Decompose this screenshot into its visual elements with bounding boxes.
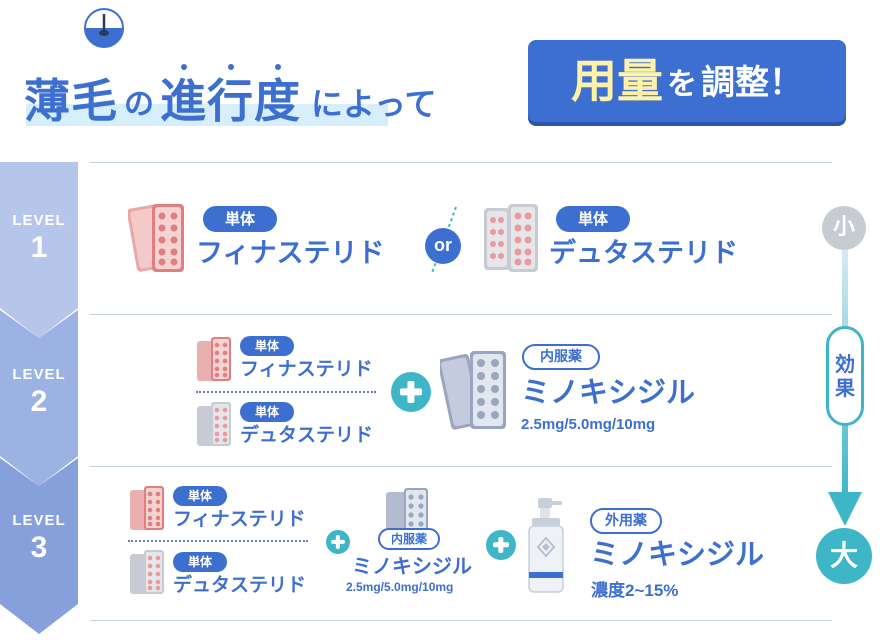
title-dose-char-2: 量 bbox=[617, 54, 663, 108]
drug-dutasteride: デュタステリド bbox=[173, 574, 307, 596]
level-3-arrow bbox=[0, 458, 78, 634]
level-1-arrow bbox=[0, 162, 78, 338]
drug-dutasteride: デュタステリド bbox=[549, 238, 738, 269]
single-badge: 単体 bbox=[173, 552, 227, 572]
level-3-label: LEVEL 3 bbox=[0, 512, 78, 565]
level-word: LEVEL bbox=[12, 366, 66, 383]
title-particle-no: の bbox=[124, 87, 154, 122]
emphasis-dot bbox=[274, 64, 281, 70]
level-2-label: LEVEL 2 bbox=[0, 366, 78, 419]
row-divider bbox=[90, 620, 832, 621]
row-divider bbox=[90, 162, 832, 163]
plus-icon bbox=[391, 372, 431, 412]
effect-label: 効 果 bbox=[826, 326, 864, 426]
drug-minoxidil-topical: ミノキシジル bbox=[590, 537, 765, 571]
minoxidil-oral-pill-icon bbox=[440, 351, 506, 430]
title-text: 薄毛 の 進行度 によって bbox=[24, 54, 436, 124]
row-divider bbox=[90, 466, 832, 467]
title-highlight bbox=[26, 104, 388, 126]
single-badge: 単体 bbox=[203, 206, 277, 232]
page-title: 薄毛 の 進行度 によって 用 量 を 調整！ bbox=[24, 8, 854, 128]
emphasis-dot bbox=[227, 64, 234, 70]
topical-concentration: 濃度2~15% bbox=[591, 581, 679, 600]
title-particle-wo: を bbox=[667, 67, 697, 102]
dutasteride-pill-icon bbox=[197, 402, 231, 446]
dutasteride-pill-icon bbox=[130, 550, 164, 594]
dotted-separator bbox=[196, 391, 376, 393]
oral-medicine-badge: 内服薬 bbox=[522, 344, 600, 370]
row-divider bbox=[90, 314, 832, 315]
plus-icon bbox=[326, 530, 350, 554]
single-badge: 単体 bbox=[240, 336, 294, 356]
finasteride-pill-icon bbox=[130, 486, 164, 530]
effect-small-badge: 小 bbox=[822, 206, 866, 250]
drug-minoxidil-oral: ミノキシジル bbox=[521, 375, 696, 409]
title-dose-char-1: 用 bbox=[571, 54, 617, 108]
finasteride-pill-icon bbox=[197, 337, 231, 381]
level-1-label: LEVEL 1 bbox=[0, 212, 78, 265]
level-number: 2 bbox=[30, 385, 48, 418]
dotted-separator bbox=[128, 540, 308, 542]
finasteride-pill-icon bbox=[128, 204, 184, 272]
level-number: 1 bbox=[30, 231, 48, 264]
dutasteride-pill-icon bbox=[484, 204, 538, 272]
effect-label-char: 果 bbox=[835, 376, 855, 400]
drug-minoxidil-oral: ミノキシジル bbox=[352, 554, 472, 578]
effect-large-badge: 大 bbox=[816, 528, 872, 584]
drug-dutasteride: デュタステリド bbox=[240, 424, 374, 446]
drug-finasteride: フィナステリド bbox=[173, 508, 306, 530]
title-adjust: 調整！ bbox=[701, 63, 803, 103]
minoxidil-oral-pill-icon bbox=[386, 488, 428, 532]
plus-icon bbox=[486, 530, 516, 560]
oral-medicine-badge: 内服薬 bbox=[378, 528, 440, 550]
or-badge: or bbox=[425, 228, 461, 264]
single-badge: 単体 bbox=[173, 486, 227, 506]
level-word: LEVEL bbox=[12, 212, 66, 229]
level-number: 3 bbox=[30, 531, 48, 564]
drug-finasteride: フィナステリド bbox=[196, 238, 385, 269]
title-dose-box: 用 量 を 調整！ bbox=[528, 40, 846, 122]
level-word: LEVEL bbox=[12, 512, 66, 529]
emphasis-dot bbox=[180, 64, 187, 70]
level-2-arrow bbox=[0, 310, 78, 486]
oral-dose: 2.5mg/5.0mg/10mg bbox=[346, 580, 454, 594]
minoxidil-spray-icon bbox=[528, 498, 564, 593]
title-part-progress: 進行度 bbox=[160, 64, 301, 124]
effect-label-char: 効 bbox=[835, 352, 855, 376]
single-badge: 単体 bbox=[240, 402, 294, 422]
hair-icon bbox=[84, 8, 124, 48]
title-part-thinning: 薄毛 bbox=[24, 74, 118, 128]
drug-finasteride: フィナステリド bbox=[240, 358, 373, 380]
single-badge: 単体 bbox=[556, 206, 630, 232]
emphasis-dots bbox=[160, 64, 301, 70]
oral-dose: 2.5mg/5.0mg/10mg bbox=[521, 416, 656, 433]
topical-medicine-badge: 外用薬 bbox=[590, 508, 662, 534]
title-progress-text: 進行度 bbox=[160, 74, 301, 128]
title-part-by: によって bbox=[311, 85, 437, 123]
